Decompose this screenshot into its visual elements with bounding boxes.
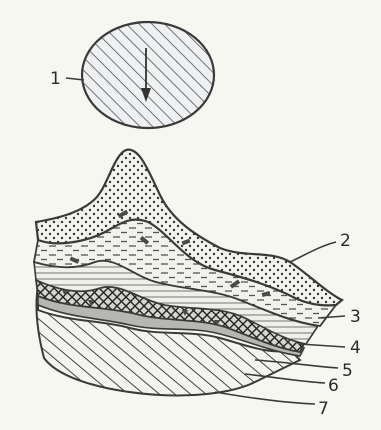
label-1: 1 bbox=[50, 69, 61, 89]
plan-view-ellipse bbox=[82, 22, 214, 128]
label-5: 5 bbox=[342, 361, 353, 381]
leader-4 bbox=[300, 344, 345, 347]
label-2: 2 bbox=[340, 231, 351, 251]
label-7: 7 bbox=[318, 399, 329, 419]
leader-7 bbox=[215, 392, 315, 404]
label-6: 6 bbox=[328, 376, 339, 396]
leader-2 bbox=[290, 242, 336, 262]
label-3: 3 bbox=[350, 307, 361, 327]
label-4: 4 bbox=[350, 338, 361, 358]
